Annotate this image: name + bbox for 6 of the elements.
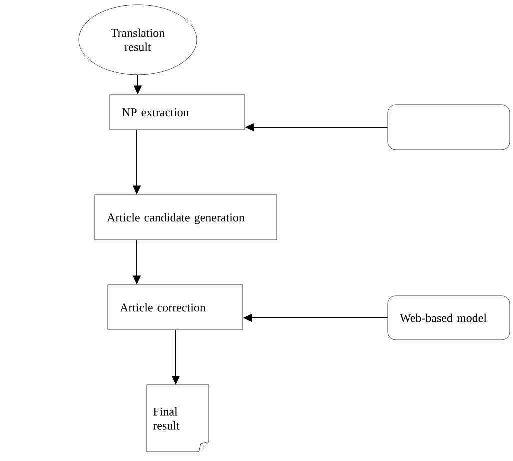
source-box: Web-based model: [388, 296, 510, 340]
process-box: Article candidate generation: [94, 194, 278, 240]
ellipse-node: Translation result: [78, 4, 198, 76]
source-box: [388, 104, 510, 150]
process-box: NP extraction: [110, 94, 246, 130]
process-box: Article correction: [108, 284, 244, 330]
